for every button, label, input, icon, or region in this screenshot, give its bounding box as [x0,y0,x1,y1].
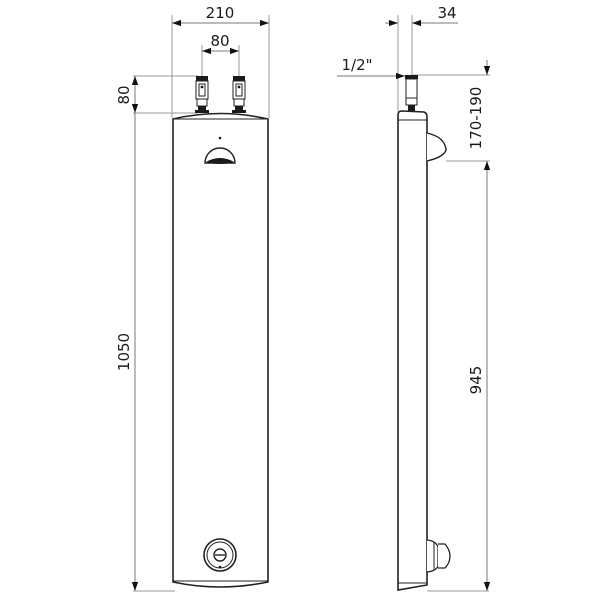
inlet-fitting-side [405,75,418,111]
depth-label: 34 [437,4,456,22]
push-button-side [426,539,451,573]
inlet-height-label: 80 [115,85,133,104]
panel-body-side [397,110,428,591]
shower-head-side [426,132,447,162]
overall-width-label: 210 [206,4,235,22]
overall-height-label: 1050 [115,333,133,371]
inlet-spacing-label: 80 [210,32,229,50]
shower-head-icon [204,136,236,164]
control-offset-label: 170-190 [467,87,485,150]
inlet-fitting-right [232,76,246,113]
front-view: 210 80 80 1050 [115,4,270,592]
push-button-icon [203,538,237,572]
panel-body-front [172,112,269,588]
side-view: 34 1/2" 170-190 [337,4,491,592]
thread-label: 1/2" [341,56,372,74]
inlet-fitting-left [195,76,209,113]
lower-height-label: 945 [467,366,485,395]
